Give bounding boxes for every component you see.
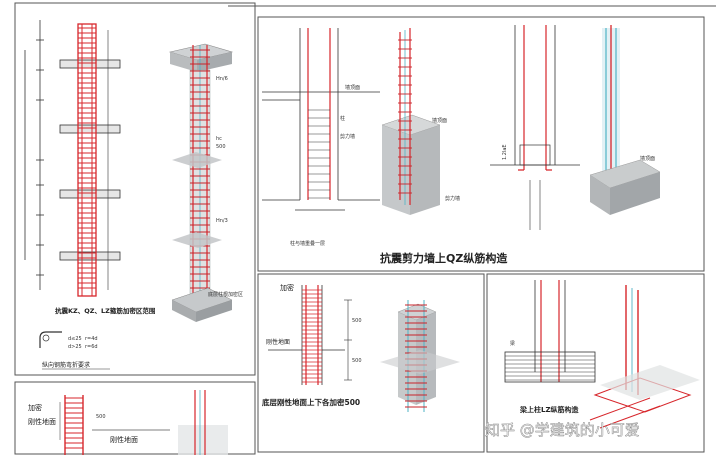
label-500-c: 500 (96, 414, 106, 420)
label-bend-d25: d≤25 (68, 336, 82, 342)
label-hn6: Hn/6 (216, 76, 228, 82)
label-ground-col: 底层柱根加密区 (208, 291, 243, 298)
frame-kz-range (14, 2, 256, 376)
label-rigid-ground-b: 刚性地面 (28, 417, 56, 426)
label-beam: 梁 (510, 340, 515, 347)
beam-column-panel: 梁 梁上柱LZ纵筋构造 (504, 280, 700, 429)
label-hc: hc (216, 136, 222, 142)
caption-bend: 纵向钢筋弯折要求 (42, 361, 90, 369)
label-shear-wall-b: 剪力墙 (445, 195, 460, 202)
frame-beam-column (486, 273, 705, 453)
watermark: 知乎 @学建筑的小可爱 (485, 421, 640, 439)
label-500: 500 (216, 144, 226, 150)
frame-bottom-left (14, 381, 256, 455)
label-bend-d28: d>25 (68, 344, 82, 350)
label-wall-top: 墙顶面 (345, 84, 360, 91)
ground-level-panel: 加密 刚性地面 500 500 底层刚性地面上下各加密500 (262, 283, 460, 412)
label-wall-top-b: 墙顶面 (432, 117, 447, 124)
frame-wall-column (257, 16, 705, 272)
bend-detail: d≤25 r=4d d>25 r=6d 纵向钢筋弯折要求 (39, 331, 110, 370)
label-column: 柱 (340, 115, 345, 122)
frame-ground-level (257, 273, 485, 453)
wall-column-panel: 墙顶面 柱 剪力墙 柱与墙重叠一层 墙顶面 剪力墙 1.2laE 墙顶面 (262, 25, 661, 265)
caption-kz-range: 抗震KZ、QZ、LZ箍筋加密区范围 (55, 306, 156, 315)
label-wall-face: 墙顶面 (640, 155, 655, 162)
label-la12: 1.2laE (502, 144, 508, 160)
label-500: 500 (352, 318, 362, 324)
kz-range-panel: Hn/6 hc 500 Hn/3 底层柱根加密区 抗震KZ、QZ、LZ箍筋加密区… (24, 20, 243, 370)
caption-beam-column: 梁上柱LZ纵筋构造 (519, 405, 580, 414)
label-bend-r4d: r=4d (85, 336, 98, 342)
label-500-b: 500 (352, 358, 362, 364)
bottom-left-strip: 加密 刚性地面 500 刚性地面 (28, 390, 228, 455)
label-bend-r6d: r=6d (85, 344, 98, 350)
panel-frames (14, 2, 716, 455)
caption-ground-level: 底层刚性地面上下各加密500 (262, 397, 360, 407)
label-shear-wall: 剪力墙 (340, 133, 355, 140)
label-hn3: Hn/3 (216, 218, 228, 224)
label-jiami: 加密 (280, 283, 294, 292)
label-rigid-ground-c: 刚性地面 (110, 435, 138, 444)
kz-3d-column (168, 43, 234, 322)
label-rigid-ground: 刚性地面 (266, 338, 290, 346)
label-jiami-b: 加密 (28, 403, 42, 412)
label-same-as-column: 柱与墙重叠一层 (290, 240, 325, 247)
caption-wall-column: 抗震剪力墙上QZ纵筋构造 (380, 251, 508, 265)
